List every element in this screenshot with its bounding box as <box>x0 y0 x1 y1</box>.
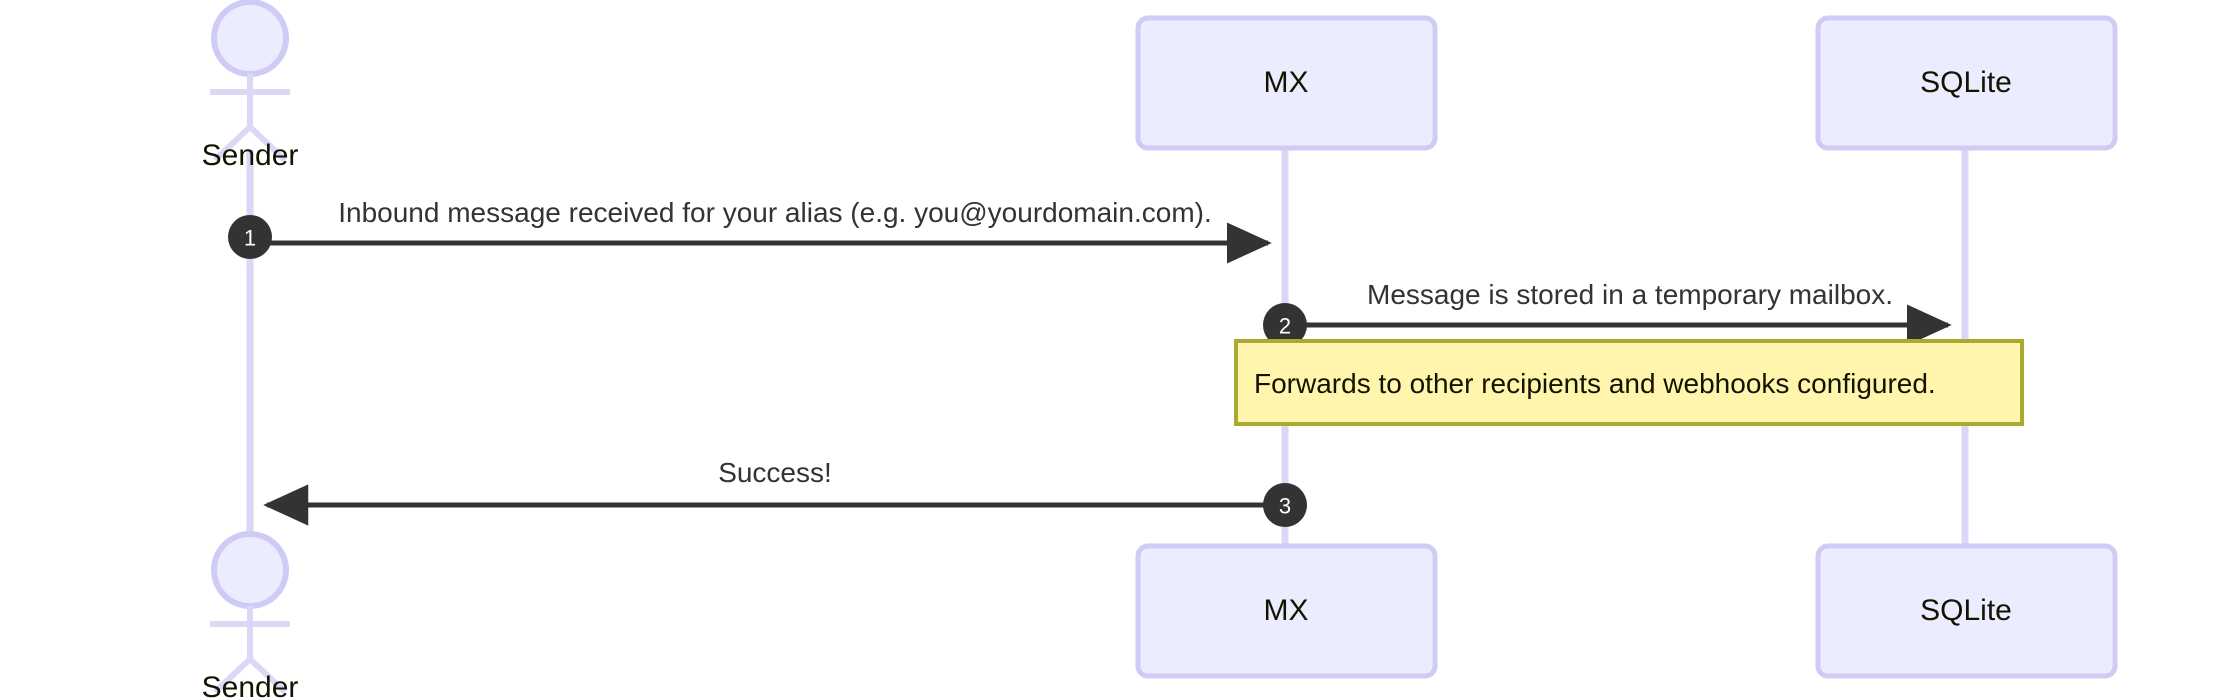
participant-box <box>1815 543 2118 679</box>
actor-sender-top-label: Sender <box>202 139 299 172</box>
message-3[interactable]: Success! 3 <box>263 457 1307 527</box>
message-2-badge <box>1263 303 1307 347</box>
participant-sqlite-bottom-label: SQLite <box>1920 594 2012 627</box>
message-1-label: Inbound message received for your alias … <box>338 197 1212 228</box>
actor-head-icon <box>211 0 289 77</box>
message-3-number: 3 <box>1279 494 1291 519</box>
participant-box <box>1815 15 2118 151</box>
actor-leg-left-icon <box>212 124 253 163</box>
actor-leg-right-icon <box>247 124 288 163</box>
message-1[interactable]: Inbound message received for your alias … <box>228 197 1272 264</box>
message-2-label: Message is stored in a temporary mailbox… <box>1367 279 1893 310</box>
message-2[interactable]: Message is stored in a temporary mailbox… <box>1263 279 1952 347</box>
participant-mx-bottom[interactable]: MX <box>1135 543 1438 679</box>
participant-mx-top[interactable]: MX <box>1135 15 1438 151</box>
message-3-badge <box>1263 483 1307 527</box>
actor-sender-top[interactable]: Sender <box>202 0 299 172</box>
message-1-number: 1 <box>244 226 256 251</box>
participant-sqlite-top-label: SQLite <box>1920 66 2012 99</box>
actor-leg-left-icon <box>212 656 253 695</box>
actor-sender-bottom[interactable]: Sender <box>202 531 299 700</box>
note-box <box>1234 339 2024 426</box>
actor-sender-bottom-label: Sender <box>202 671 299 700</box>
participant-sqlite-bottom[interactable]: SQLite <box>1815 543 2118 679</box>
participant-mx-top-label: MX <box>1264 66 1309 99</box>
message-2-number: 2 <box>1279 314 1291 339</box>
note-forwards-label: Forwards to other recipients and webhook… <box>1254 368 1936 399</box>
actor-leg-right-icon <box>247 656 288 695</box>
participant-sqlite-top[interactable]: SQLite <box>1815 15 2118 151</box>
actor-head-icon <box>211 531 289 609</box>
participant-box <box>1135 15 1438 151</box>
participant-box <box>1135 543 1438 679</box>
message-3-label: Success! <box>718 457 832 488</box>
message-1-badge <box>228 215 272 259</box>
participant-mx-bottom-label: MX <box>1264 594 1309 627</box>
note-forwards[interactable]: Forwards to other recipients and webhook… <box>1234 339 2024 426</box>
